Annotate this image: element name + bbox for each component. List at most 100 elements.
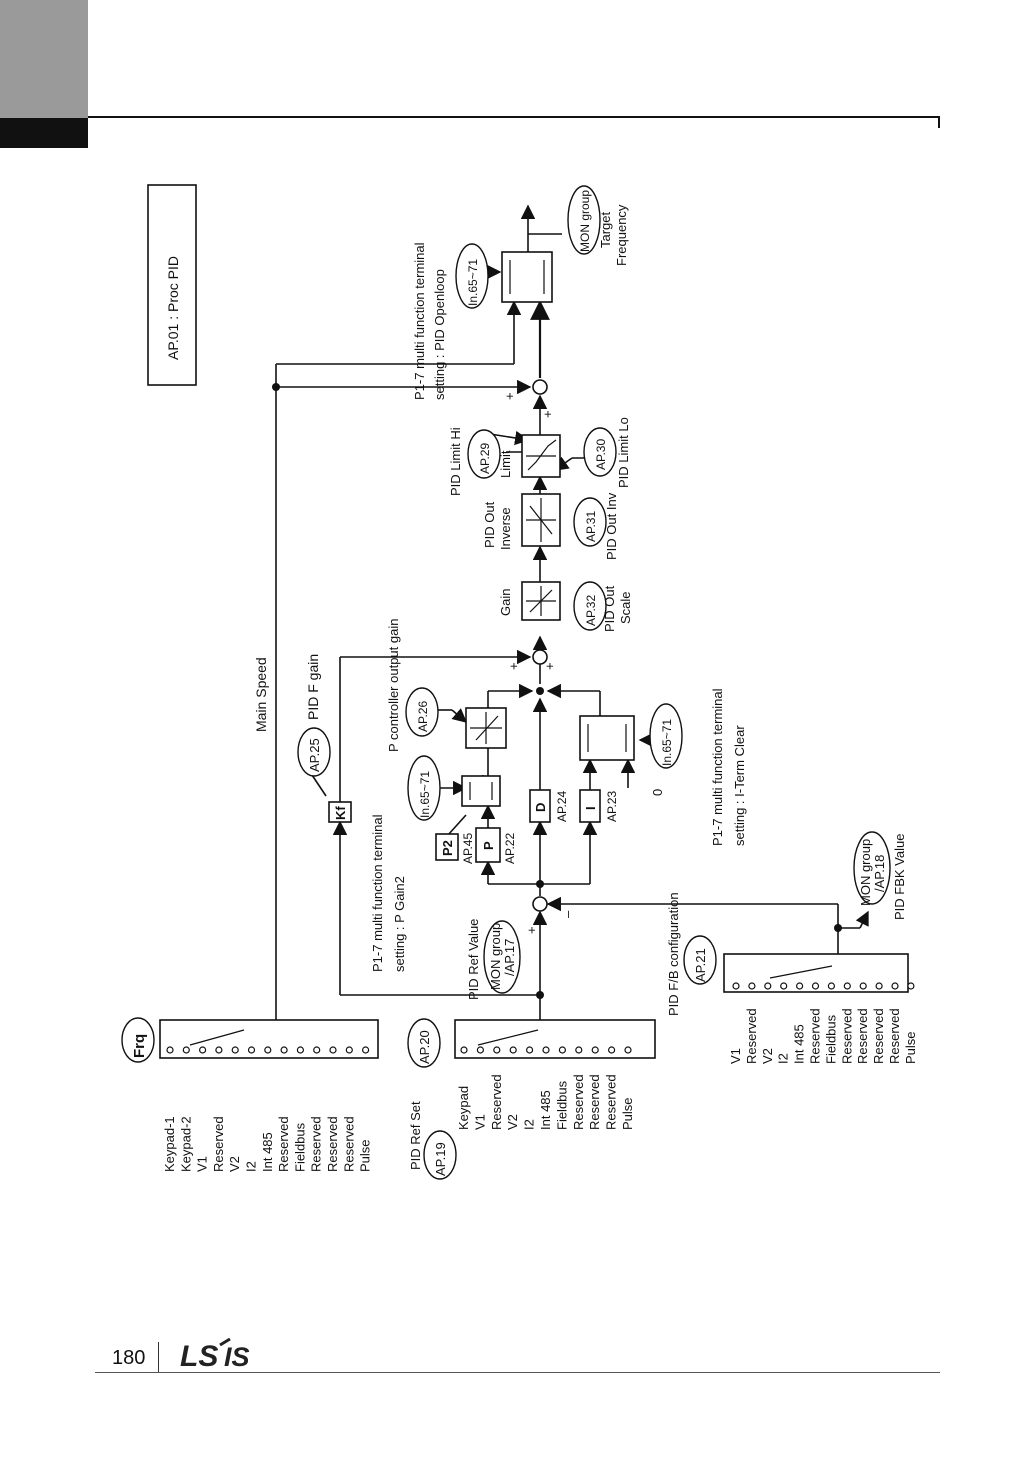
i-clear-terminal-line1: P1-7 multi function terminal — [710, 688, 725, 846]
frq-source-contact — [362, 1046, 370, 1054]
limit-label: Limit — [498, 450, 513, 478]
svg-text:LS: LS — [180, 1340, 218, 1373]
pid-ref-set-badge: AP.19 — [433, 1142, 448, 1176]
pid-ref-source-option: V1 — [472, 1114, 487, 1130]
gain-desc-line2: Scale — [618, 591, 633, 624]
pid-ref-source-option: Keypad — [456, 1086, 471, 1130]
sign-plus-pid: + — [542, 662, 557, 670]
header-tick — [938, 116, 940, 128]
pid-fb-source-option: Fieldbus — [823, 1014, 838, 1064]
block-internals — [189, 260, 833, 1046]
gain-badge: AP.32 — [584, 595, 598, 626]
pid-ref-source-contact — [624, 1046, 632, 1054]
pid-fb-source-option: Reserved — [808, 1008, 823, 1064]
p-param: AP.22 — [503, 833, 517, 864]
i-zero: 0 — [650, 789, 665, 796]
frq-source-contact — [329, 1046, 337, 1054]
pid-ref-source-contact — [493, 1046, 501, 1054]
mode-box-label: AP.01 : Proc PID — [165, 256, 181, 360]
pid-fb-source-option: V2 — [760, 1048, 775, 1064]
pid-fb-source-option: Pulse — [903, 1031, 918, 1064]
pid-ref-source-option: Reserved — [571, 1074, 586, 1130]
pid-ref-source-contact — [591, 1046, 599, 1054]
i-clear-terminal-line2: setting : I-Term Clear — [732, 725, 747, 846]
inverse-desc: PID Out Inv — [604, 492, 619, 560]
header-rule — [88, 116, 940, 118]
pid-fb-source-contact — [764, 982, 772, 990]
limit-lo-badge: AP.30 — [594, 439, 608, 470]
pid-ref-value-mon2: /AP.17 — [502, 939, 517, 976]
pid-f-gain-badge: AP.25 — [307, 738, 322, 772]
pid-ref-source-option: Fieldbus — [554, 1080, 569, 1130]
pid-fb-source-contact — [907, 982, 915, 990]
frq-source-contact — [280, 1046, 288, 1054]
pid-fb-source-option: Reserved — [855, 1008, 870, 1064]
frq-source-contact — [231, 1046, 239, 1054]
frq-source-option: Int 485 — [260, 1132, 275, 1172]
pid-ref-value-label: PID Ref Value — [466, 919, 481, 1000]
pid-ref-source-contact — [558, 1046, 567, 1054]
frq-source-option: V2 — [227, 1156, 242, 1172]
frq-source-contact — [215, 1046, 223, 1054]
pid-fb-source-contact — [780, 982, 788, 990]
pid-ref-select-badge: AP.20 — [417, 1030, 432, 1064]
frq-source-option: Keypad-1 — [162, 1116, 177, 1172]
pid-fb-source-contact — [891, 982, 899, 990]
pid-fb-source-contact — [859, 982, 867, 990]
page-number: 180 — [112, 1347, 146, 1369]
i-clear-terminal-badge: In.65~71 — [660, 719, 674, 766]
kf-block-label: Kf — [333, 806, 348, 820]
pid-fb-source-option: I2 — [776, 1053, 791, 1064]
sign-plus-ref: + — [524, 926, 539, 934]
pid-fb-source-contact — [732, 982, 740, 990]
pid-fb-source-option: V1 — [728, 1048, 743, 1064]
pid-fb-source-contact — [811, 982, 820, 990]
limit-lo-label: PID Limit Lo — [616, 417, 631, 488]
pid-ref-source-option: Pulse — [620, 1097, 635, 1130]
pid-fb-source-option: Int 485 — [792, 1024, 807, 1064]
pid-fbk-mon1: MON group — [858, 839, 873, 906]
frq-source-option: Reserved — [325, 1116, 340, 1172]
chapter-tab-bar — [0, 118, 88, 148]
pid-ref-source-option: I2 — [522, 1119, 537, 1130]
p2-param: AP.45 — [461, 833, 475, 864]
pid-ref-source-contact — [575, 1046, 583, 1054]
frq-source-option: Reserved — [341, 1116, 356, 1172]
inverse-label-line1: PID Out — [482, 501, 497, 548]
frq-source-contact — [182, 1046, 190, 1054]
pid-ref-source-contact — [542, 1046, 550, 1054]
frq-source-option: Fieldbus — [292, 1122, 307, 1172]
frq-source-option: Reserved — [211, 1116, 226, 1172]
frq-source-contact — [313, 1046, 321, 1054]
pid-ref-source-option: Int 485 — [538, 1090, 553, 1130]
pid-fb-title: PID F/B configuration — [666, 892, 681, 1016]
target-mon: MON group — [578, 190, 592, 252]
signal-wires — [275, 204, 869, 1028]
svg-text:IS: IS — [224, 1342, 250, 1372]
gain-desc-line1: PID Out — [602, 585, 617, 632]
frq-source-contact — [166, 1046, 174, 1054]
pid-ref-source-option: Reserved — [604, 1074, 619, 1130]
pid-fb-source-contact — [843, 982, 851, 990]
frq-source-contact — [296, 1046, 304, 1054]
sign-minus-fb: – — [560, 910, 575, 918]
target-line1: Target — [598, 211, 613, 248]
openloop-terminal-line2: setting : PID Openloop — [432, 269, 447, 400]
d-block-label: D — [533, 803, 548, 812]
p-block-label: P — [481, 841, 496, 850]
pid-ref-source-contact — [476, 1046, 484, 1054]
pid-fb-source-option: Reserved — [871, 1008, 886, 1064]
main-speed-label: Main Speed — [253, 657, 269, 732]
frq-source-contact — [264, 1046, 272, 1054]
target-line2: Frequency — [614, 204, 629, 266]
pid-ref-source-option: Reserved — [587, 1074, 602, 1130]
openloop-terminal-badge: In.65~71 — [466, 259, 480, 306]
pid-ref-set-title: PID Ref Set — [408, 1101, 423, 1170]
inverse-label-line2: Inverse — [498, 507, 513, 550]
p-output-gain-badge: AP.26 — [416, 701, 430, 732]
